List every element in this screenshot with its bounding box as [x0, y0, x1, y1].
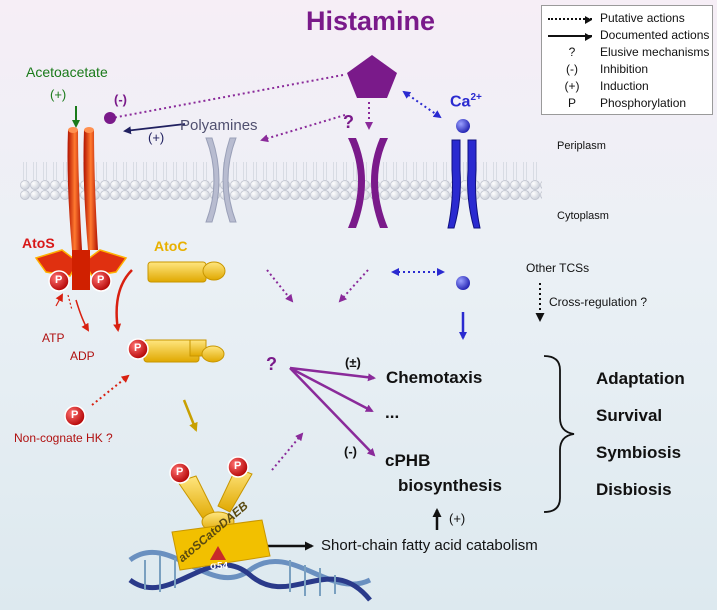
- legend-dotted-arrow: [548, 16, 592, 24]
- other-tcss-label: Other TCSs: [526, 261, 590, 275]
- noncognate-p-text: P: [71, 409, 79, 421]
- atos-p-right-text: P: [97, 274, 105, 286]
- legend-documented-label: Documented actions: [600, 28, 710, 42]
- adp-arrow-1: [67, 294, 73, 311]
- to-cphb-arrow: [289, 367, 376, 457]
- histamine-calcium-arrow: [402, 90, 442, 119]
- atoc-label: AtoC: [154, 238, 188, 254]
- membrane-bilayer: [20, 162, 542, 200]
- noncognate-phosphate: [64, 405, 86, 427]
- atoc-phosphate: [127, 338, 149, 360]
- calcium-channel: [447, 139, 481, 229]
- chemotaxis-sign: (±): [345, 355, 361, 370]
- atos-atoc-transfer: [113, 269, 133, 332]
- legend-induction-label: Induction: [600, 79, 649, 93]
- atoc-p-text: P: [134, 342, 142, 354]
- outcome-adaptation: Adaptation: [596, 369, 685, 388]
- cphb-line2: biosynthesis: [398, 476, 502, 495]
- legend-inhibition-label: Inhibition: [600, 62, 649, 76]
- dna-helix: [128, 550, 372, 602]
- legend-row-documented: Documented actions: [542, 28, 712, 44]
- scfa-label: Short-chain fatty acid catabolism: [321, 537, 538, 554]
- sigma54-label: σ54: [210, 561, 228, 572]
- outcome-brace: [543, 355, 575, 513]
- legend-elusive-symbol: ?: [568, 45, 576, 59]
- legend-induction-symbol: (+): [564, 79, 580, 93]
- calcium-ion-bottom: [456, 276, 470, 290]
- histamine-polyamines-arrow: [260, 114, 346, 143]
- histamine-inhibition-line: [111, 74, 344, 119]
- chemotaxis-label: Chemotaxis: [386, 368, 483, 387]
- question-mark-mid: ?: [266, 354, 277, 374]
- dna-to-question: [271, 432, 304, 471]
- cytoplasm-label: Cytoplasm: [557, 210, 609, 222]
- histamine-channel: [348, 138, 388, 228]
- acetoacetate-sign: (+): [50, 87, 67, 102]
- atp-arrow: [55, 293, 63, 307]
- to-ellipsis-arrow: [289, 366, 374, 413]
- calcium-charge: 2+: [470, 92, 482, 103]
- outcome-disbiosis: Disbiosis: [596, 480, 672, 499]
- inhibition-dot: [104, 112, 116, 124]
- legend-elusive-label: Elusive mechanisms: [600, 45, 710, 59]
- legend-row-phosphorylation: P Phosphorylation: [542, 96, 712, 112]
- to-chemotaxis-arrow: [289, 366, 376, 382]
- dna-p-left-text: P: [176, 466, 184, 478]
- legend-phosphorylation-label: Phosphorylation: [600, 96, 687, 110]
- sigma54-triangle: [210, 546, 226, 560]
- polyamines-induction-arrow: [123, 123, 186, 135]
- channel-to-question: [338, 269, 369, 303]
- legend-box: Putative actions Documented actions ? El…: [541, 5, 713, 115]
- polyamine-channel: [205, 137, 237, 223]
- noncognate-hk-label: Non-cognate HK ?: [14, 431, 113, 445]
- dna-p-right-text: P: [234, 460, 242, 472]
- question-mark-top: ?: [343, 112, 354, 132]
- atos-phosphate-right: [90, 270, 112, 292]
- adp-curve: [75, 299, 90, 332]
- outcome-symbiosis: Symbiosis: [596, 443, 682, 462]
- legend-solid-arrow: [548, 33, 592, 41]
- calcium-label: Ca2+: [450, 93, 482, 110]
- legend-phosphorylation-symbol: P: [567, 96, 576, 110]
- atos-phosphate-left: [48, 270, 70, 292]
- atoc-dna-arrow: [182, 399, 198, 432]
- histamine-inhibition-sign: (-): [114, 92, 127, 107]
- atoc-inactive: [147, 261, 226, 283]
- acetoacetate-label: Acetoacetate: [26, 64, 108, 80]
- legend-row-inhibition: (-) Inhibition: [542, 62, 712, 78]
- cphb-line1: cPHB: [385, 451, 431, 470]
- legend-inhibition-symbol: (-): [566, 62, 578, 76]
- atos-label: AtoS: [22, 235, 55, 251]
- polyamines-label: Polyamines: [180, 117, 258, 134]
- histamine-pentagon: [347, 55, 397, 98]
- polyamines-sign: (+): [148, 130, 165, 145]
- cphb-induction-sign: (+): [449, 511, 466, 526]
- atos-kinase: [34, 127, 128, 290]
- adp-label: ADP: [70, 349, 95, 363]
- noncognate-arrow: [91, 374, 130, 406]
- atoc-active: [143, 339, 225, 363]
- cross-regulation-label: Cross-regulation ?: [549, 295, 648, 309]
- outcome-survival: Survival: [596, 406, 663, 425]
- legend-putative-label: Putative actions: [600, 11, 685, 25]
- legend-row-induction: (+) Induction: [542, 79, 712, 95]
- periplasm-label: Periplasm: [557, 140, 606, 152]
- atp-label: ATP: [42, 331, 65, 345]
- dna-phosphate-left: [169, 462, 191, 484]
- calcium-symbol: Ca: [450, 93, 471, 111]
- polyamines-to-question: [266, 269, 294, 303]
- atos-p-left-text: P: [55, 274, 63, 286]
- legend-row-elusive: ? Elusive mechanisms: [542, 45, 712, 61]
- calcium-ion-top: [456, 119, 470, 133]
- dna-phosphate-right: [227, 456, 249, 478]
- ellipsis-label: ...: [385, 403, 400, 422]
- cphb-sign: (-): [344, 444, 357, 459]
- histamine-title: Histamine: [306, 6, 436, 36]
- legend-row-putative: Putative actions: [542, 11, 712, 27]
